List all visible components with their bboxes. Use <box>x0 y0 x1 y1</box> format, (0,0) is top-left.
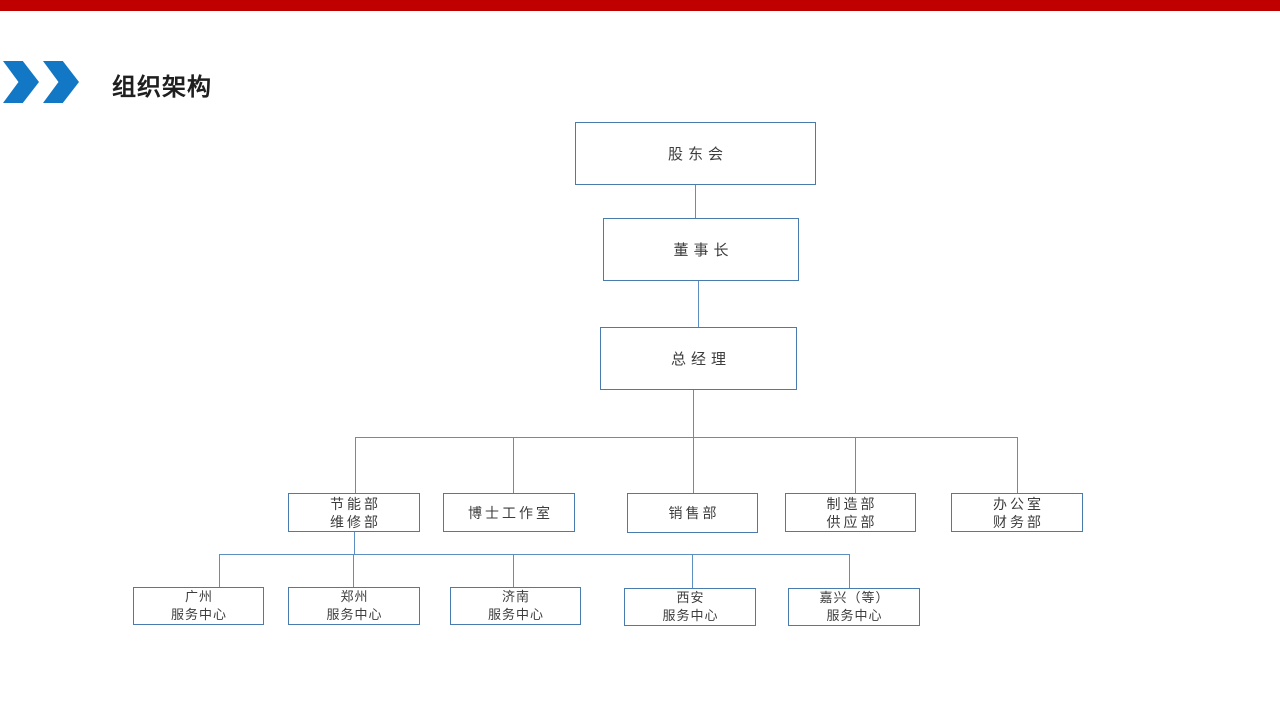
org-node-label: 维修部 <box>330 513 381 530</box>
top-accent-bar <box>0 0 1280 11</box>
org-node-label: 博士工作室 <box>468 504 553 521</box>
drop-doctor-studio <box>513 437 514 493</box>
org-node-jiaxing-service-center: 嘉兴（等） 服务中心 <box>788 588 920 626</box>
org-node-general-manager: 总经理 <box>600 327 797 390</box>
drop-guangzhou <box>219 554 220 587</box>
bus-level2 <box>355 437 1018 438</box>
drop-sales-dept <box>693 437 694 493</box>
org-node-label: 广州 <box>184 589 213 604</box>
connector-energy-bus <box>354 531 355 554</box>
org-node-guangzhou-service-center: 广州 服务中心 <box>133 587 264 625</box>
drop-manufacturing-dept <box>855 437 856 493</box>
drop-jiaxing <box>849 554 850 588</box>
org-node-jinan-service-center: 济南 服务中心 <box>450 587 581 625</box>
org-node-energy-maintenance-dept: 节能部 维修部 <box>288 493 420 532</box>
org-node-label: 销售部 <box>668 505 720 521</box>
org-node-zhengzhou-service-center: 郑州 服务中心 <box>288 587 420 625</box>
org-node-label: 节能部 <box>330 495 381 512</box>
drop-office-dept <box>1017 437 1018 493</box>
org-node-label: 总经理 <box>670 351 731 368</box>
org-node-label: 西安 <box>676 590 705 605</box>
org-node-chairman: 董事长 <box>603 218 799 281</box>
drop-energy-dept <box>355 437 356 493</box>
double-chevron-icon <box>3 61 83 103</box>
chevron-right-icon <box>43 61 79 103</box>
connector-gm-bus <box>693 389 694 437</box>
org-node-shareholders-meeting: 股东会 <box>575 122 816 185</box>
org-node-label: 济南 <box>501 589 530 604</box>
org-node-label: 供应部 <box>826 513 878 530</box>
org-node-label: 郑州 <box>340 589 369 604</box>
org-node-doctor-studio: 博士工作室 <box>443 493 575 532</box>
org-node-label: 服务中心 <box>487 607 544 622</box>
connector-shareholders-chairman <box>695 184 696 218</box>
drop-zhengzhou <box>353 554 354 587</box>
org-node-office-finance-dept: 办公室 财务部 <box>951 493 1083 532</box>
drop-xian <box>692 554 693 588</box>
org-node-label: 服务中心 <box>170 607 227 622</box>
bus-level3 <box>219 554 850 555</box>
org-node-manufacturing-supply-dept: 制造部 供应部 <box>785 493 916 532</box>
chevron-right-icon <box>3 61 39 103</box>
drop-jinan <box>513 554 514 587</box>
org-node-sales-dept: 销售部 <box>627 493 758 533</box>
slide-title: 组织架构 <box>112 74 212 101</box>
connector-chairman-gm <box>698 280 699 327</box>
org-node-label: 嘉兴（等） <box>819 590 890 605</box>
org-node-label: 服务中心 <box>326 607 383 622</box>
org-node-label: 股东会 <box>667 146 728 163</box>
org-node-label: 制造部 <box>826 495 878 512</box>
org-node-label: 办公室 <box>993 495 1044 512</box>
org-node-label: 服务中心 <box>662 608 719 623</box>
org-node-label: 服务中心 <box>826 608 883 623</box>
org-node-label: 财务部 <box>993 513 1044 530</box>
org-node-xian-service-center: 西安 服务中心 <box>624 588 756 626</box>
org-node-label: 董事长 <box>673 242 734 259</box>
